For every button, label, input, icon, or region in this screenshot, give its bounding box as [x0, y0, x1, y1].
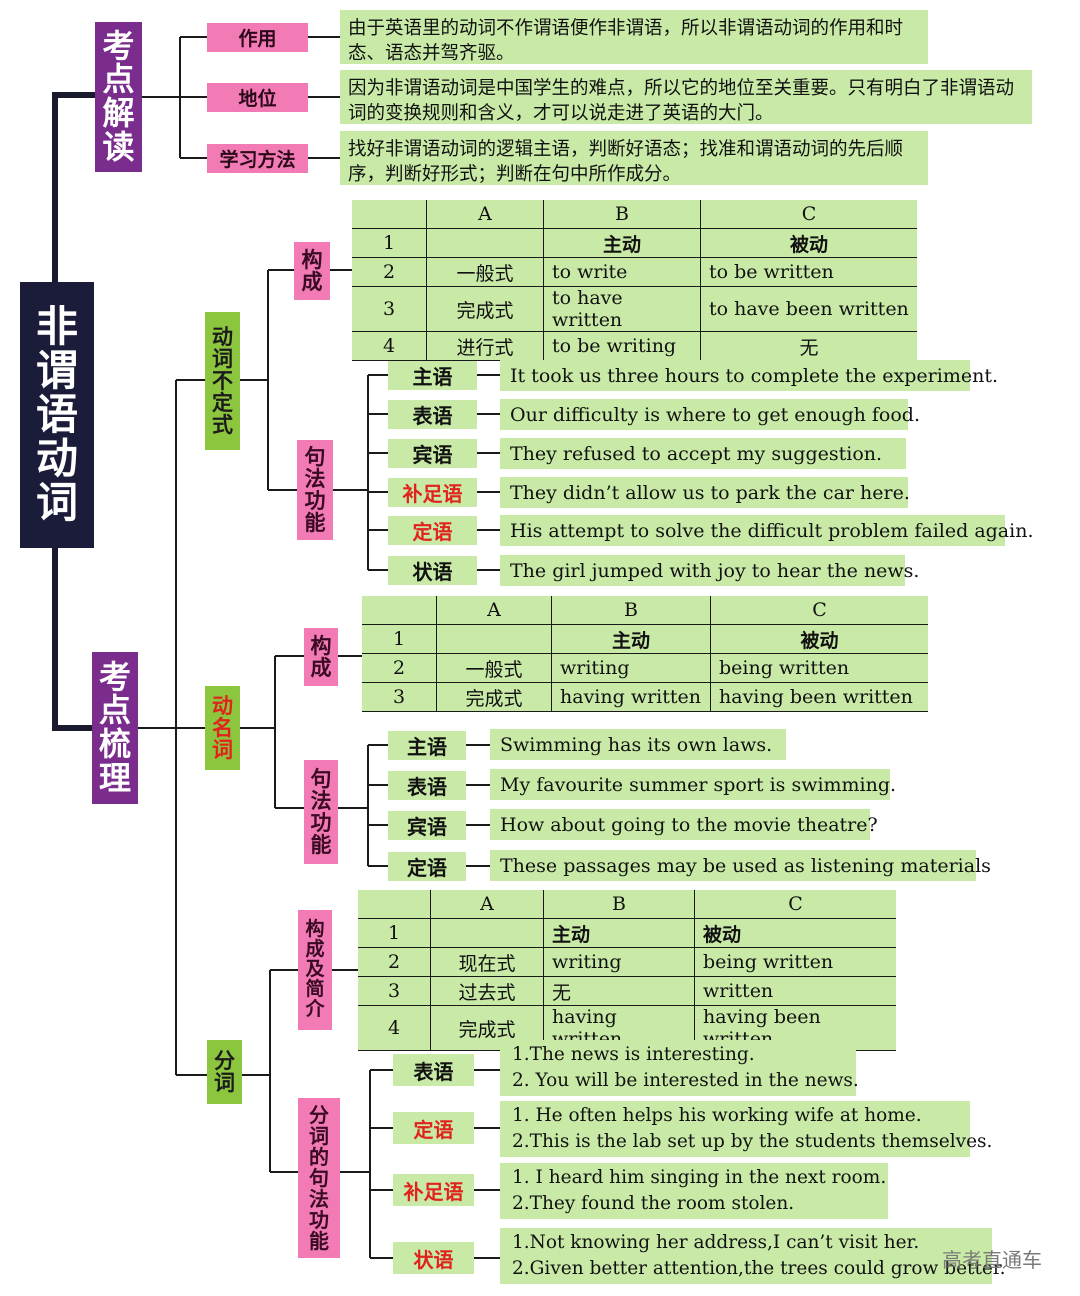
- infinitive-func-example: They didn’t allow us to park the car her…: [500, 477, 910, 508]
- infinitive-function-node: 句法功能: [297, 440, 333, 540]
- gerund-func-example: My favourite summer sport is swimming.: [490, 769, 896, 800]
- infinitive-func-label: 主语: [388, 361, 477, 390]
- node-infinitive: 动词不定式: [205, 312, 240, 450]
- gerund-func-label: 表语: [388, 771, 466, 800]
- infinitive-func-example: The girl jumped with joy to hear the new…: [500, 555, 919, 586]
- infinitive-func-label: 表语: [388, 400, 477, 429]
- infinitive-func-example: Our difficulty is where to get enough fo…: [500, 399, 920, 430]
- infinitive-func-label: 补足语: [388, 478, 477, 507]
- participle-func-label: 定语: [393, 1112, 474, 1144]
- gerund-form-node: 构成: [304, 628, 338, 686]
- infinitive-func-label: 定语: [388, 516, 477, 545]
- gerund-func-example: These passages may be used as listening …: [490, 850, 991, 881]
- note-method: 找好非谓语动词的逻辑主语，判断好语态；找准和谓语动词的先后顺序，判断好形式；判断…: [340, 131, 928, 185]
- gerund-func-example: Swimming has its own laws.: [490, 729, 786, 760]
- participle-func-example: 1.The news is interesting.2. You will be…: [500, 1040, 859, 1096]
- participle-func-label: 表语: [393, 1054, 474, 1086]
- infinitive-form-node: 构成: [294, 242, 330, 300]
- section-title-review: 考点梳理: [92, 652, 138, 804]
- tag-role: 作用: [207, 23, 308, 52]
- infinitive-func-label: 状语: [388, 556, 477, 585]
- watermark: 高考直通车: [942, 1248, 1042, 1272]
- participle-func-label: 补足语: [393, 1174, 474, 1206]
- participle-function-node: 分词的句法功能: [298, 1098, 340, 1258]
- participle-func-example: 1. I heard him singing in the next room.…: [500, 1163, 888, 1219]
- note-status: 因为非谓语动词是中国学生的难点，所以它的地位至关重要。只有明白了非谓语动词的变换…: [340, 70, 1032, 124]
- gerund-func-example: How about going to the movie theatre?: [490, 809, 878, 840]
- section-title-interpretation: 考点解读: [95, 22, 142, 172]
- gerund-func-label: 宾语: [388, 811, 466, 840]
- tag-status: 地位: [207, 83, 308, 112]
- gerund-function-node: 句法功能: [304, 760, 338, 864]
- note-role: 由于英语里的动词不作谓语便作非谓语，所以非谓语动词的作用和时态、语态并驾齐驱。: [340, 10, 928, 64]
- infinitive-func-example: They refused to accept my suggestion.: [500, 438, 906, 469]
- infinitive-func-example: His attempt to solve the difficult probl…: [500, 515, 1033, 546]
- tag-method: 学习方法: [207, 144, 308, 173]
- node-gerund: 动名词: [205, 686, 240, 770]
- gerund-func-label: 主语: [388, 731, 466, 760]
- infinitive-func-label: 宾语: [388, 439, 477, 468]
- infinitive-func-example: It took us three hours to complete the e…: [500, 360, 998, 391]
- node-participle: 分词: [207, 1040, 242, 1104]
- participle-func-example: 1.Not knowing her address,I can’t visit …: [500, 1228, 1006, 1284]
- participle-func-label: 状语: [393, 1242, 474, 1274]
- participle-form-node: 构成及简介: [298, 910, 332, 1030]
- participle-func-example: 1. He often helps his working wife at ho…: [500, 1101, 992, 1157]
- gerund-func-label: 定语: [388, 852, 466, 881]
- root-title: 非谓语动词: [20, 282, 94, 548]
